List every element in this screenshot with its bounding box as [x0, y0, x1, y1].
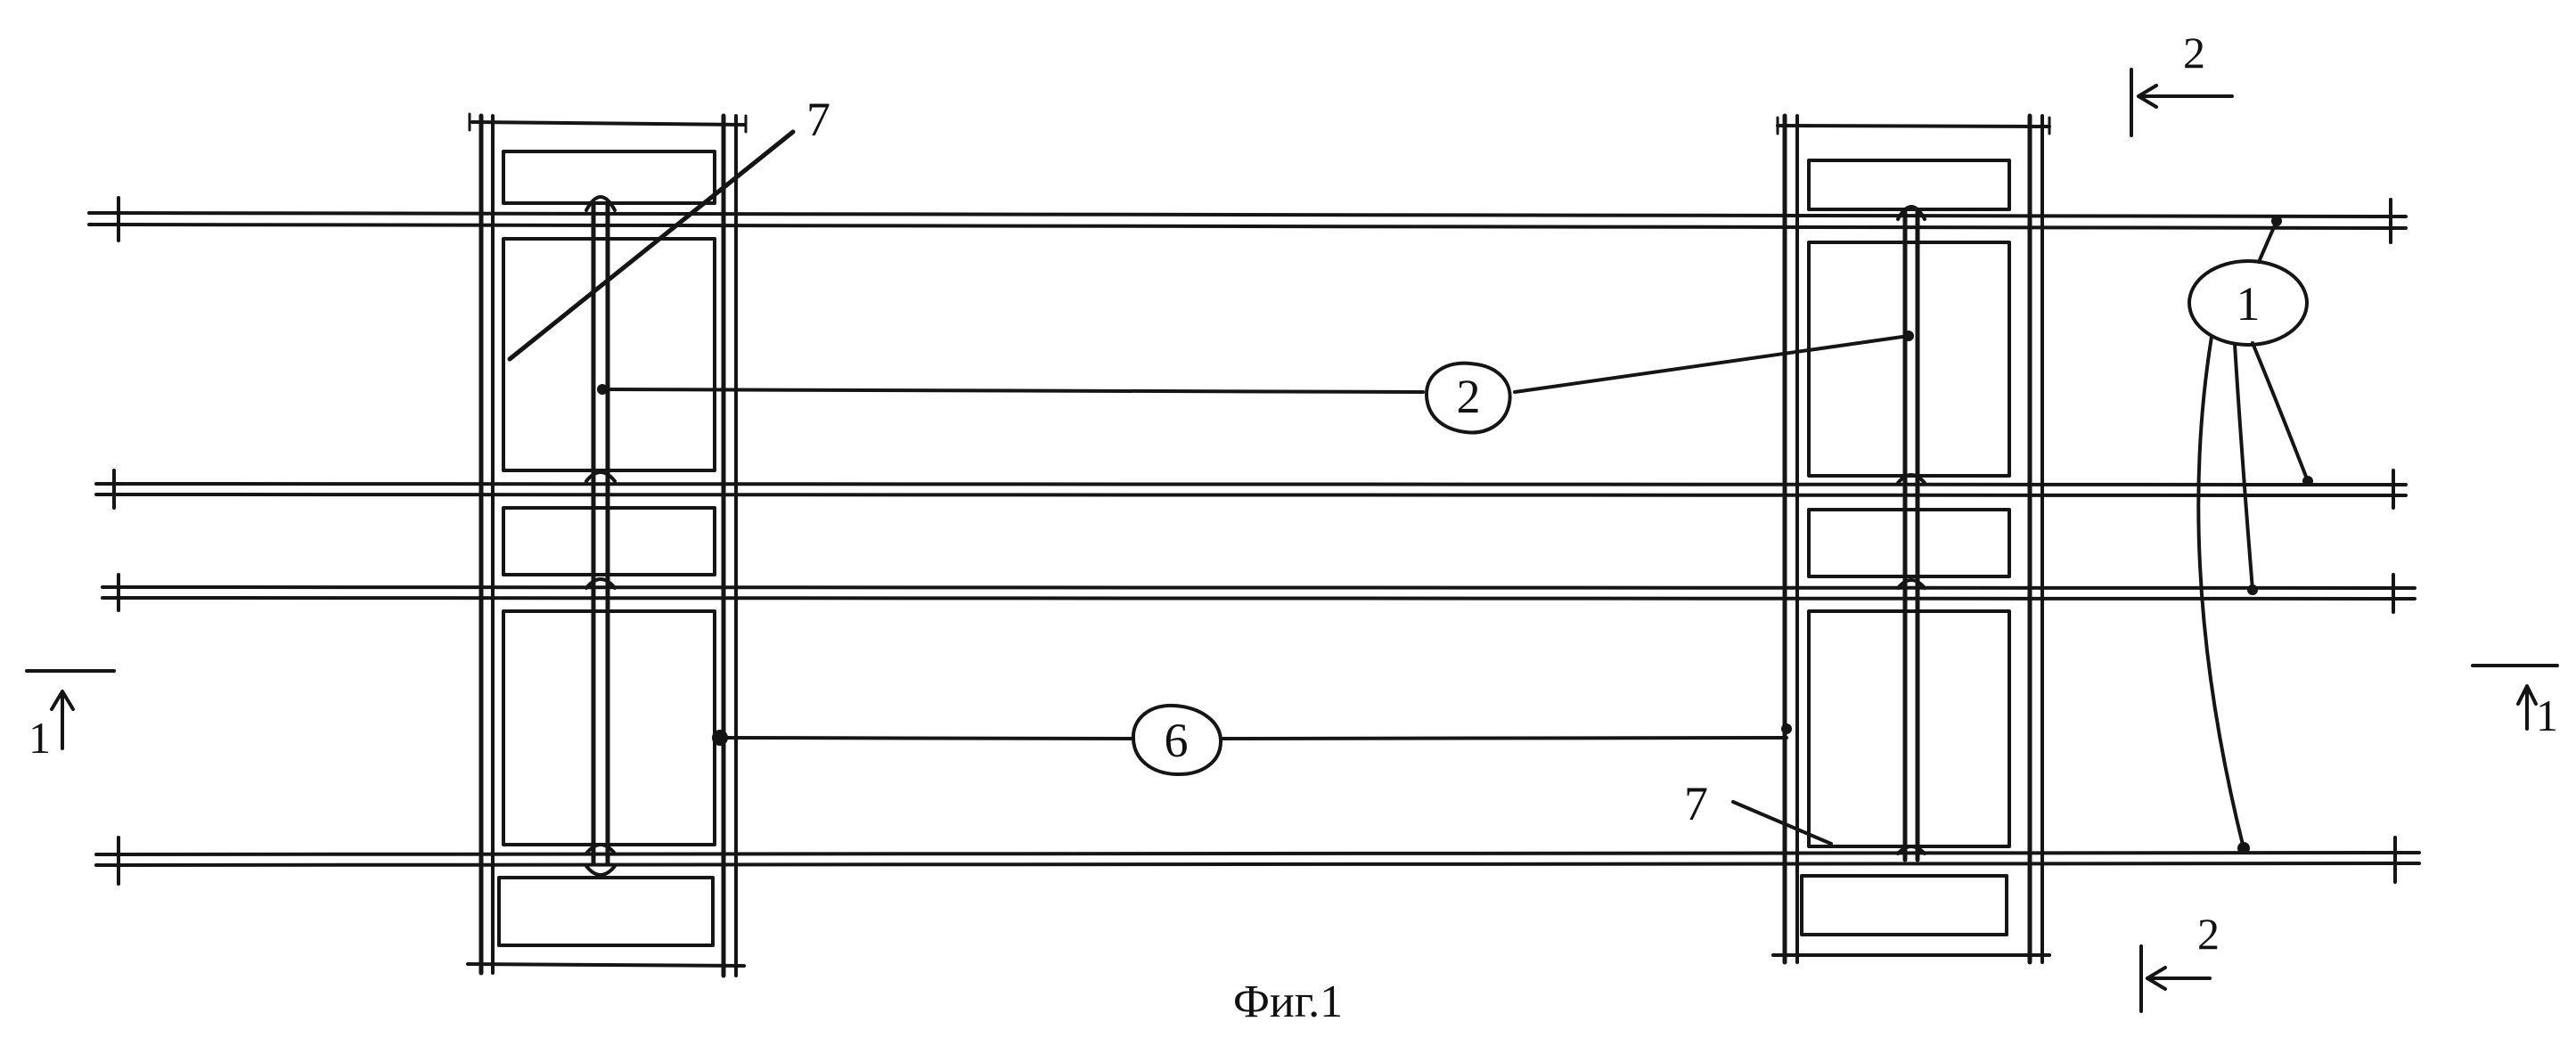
rail-bottom: [96, 838, 2419, 884]
strut-7-left: [510, 132, 793, 359]
section-mark-1-left: 1: [27, 671, 114, 763]
callout-6: 6: [712, 706, 1792, 774]
shaft-left: [586, 197, 615, 875]
callout-7-top: 7: [806, 93, 830, 146]
callout-1-label: 1: [2237, 277, 2261, 331]
shaft-right: [1898, 207, 1925, 860]
rail-second: [96, 470, 2406, 508]
figure-caption: Фиг.1: [0, 976, 2576, 1028]
section-mark-1-left-label: 1: [29, 713, 51, 763]
rail-top: [89, 198, 2406, 242]
callout-7-top-label: 7: [806, 93, 830, 146]
callout-7-bottom-label: 7: [1684, 777, 1708, 830]
callout-1: 1: [2189, 216, 2313, 854]
section-mark-2-bottom-label: 2: [2197, 909, 2220, 959]
callout-6-label: 6: [1165, 714, 1189, 767]
callout-2-label: 2: [1457, 370, 1481, 423]
section-mark-2-top-label: 2: [2183, 28, 2205, 78]
rail-third: [102, 575, 2415, 612]
section-mark-1-right-label: 1: [2536, 691, 2558, 740]
callout-2: 2: [597, 331, 1914, 432]
section-mark-2-top: 2: [2131, 28, 2232, 135]
section-mark-1-right: 1: [2473, 666, 2558, 740]
